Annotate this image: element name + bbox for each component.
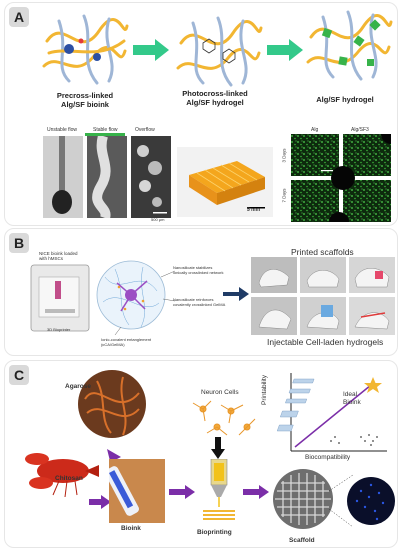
stage-arrow-2 <box>267 39 303 61</box>
stable-flow-bar <box>85 133 125 136</box>
bioink-tube-photo <box>109 459 165 523</box>
stage-label-2: Photocross-linked Alg/SF hydrogel <box>182 89 248 107</box>
panel-b-arrow <box>223 287 249 301</box>
flow-label-overflow: Overflow <box>135 127 155 133</box>
fluoro-row-3days: 3 Days <box>281 148 287 163</box>
printability-axis-label: Printability <box>261 375 268 405</box>
arrow-chitosan-to-bioink <box>89 495 111 509</box>
scaffold-photos <box>273 469 395 529</box>
neuron-cells-illustration <box>192 400 256 436</box>
stage-arrow-1 <box>133 39 169 61</box>
note-covalent: Nanosilicate reinforces covalently cross… <box>173 297 226 307</box>
scaffold-label: Scaffold <box>289 537 315 544</box>
bioprinting-nozzle-illustration <box>203 459 235 520</box>
fluoro-col-algsf3: Alg/SF3 <box>351 127 369 133</box>
printed-scaffolds-photos <box>251 257 395 335</box>
printed-scaffolds-title: Printed scaffolds <box>291 247 354 257</box>
device-caption: 3D Bioprinter <box>47 327 71 332</box>
precrosslinked-network-illustration <box>42 14 129 85</box>
note-ionic: Nanosilicate stabilizes ionically crossl… <box>173 265 224 275</box>
biocompatibility-axis-label: Biocompatibility <box>305 454 351 461</box>
arrow-neuron-to-printer <box>211 437 225 459</box>
block-scale-label: 5 mm <box>247 207 261 213</box>
fluoro-row-7days: 7 Days <box>281 188 287 203</box>
bioink-label: Bioink <box>121 525 141 532</box>
chitosan-lobster-photo <box>25 453 99 498</box>
fluorescence-micrographs <box>291 134 391 222</box>
panel-c: C Agarose Chitosan Bioink Neuron Cell <box>4 360 398 548</box>
agarose-label: Agarose <box>65 383 92 390</box>
nice-bioink-schematic <box>30 260 176 336</box>
flow-scale-label: 500 μm <box>151 217 165 222</box>
agarose-photo <box>78 370 146 438</box>
flow-label-stable: Stable flow <box>93 127 118 133</box>
printability-biocompatibility-plot <box>276 373 387 452</box>
chitosan-label: Chitosan <box>55 475 83 482</box>
device-label: NICE bioink loaded with hMSCs <box>39 251 78 261</box>
bioprinting-label: Bioprinting <box>197 529 232 536</box>
panel-c-badge: C <box>9 365 29 385</box>
injectable-hydrogels-title: Injectable Cell-laden hydrogels <box>267 337 384 347</box>
note-entanglement: Ionic-covalent entanglement (κCA/GelMA) <box>101 337 152 347</box>
ideal-bioink-label: Ideal Bioink <box>343 391 361 406</box>
panel-b-badge: B <box>9 233 29 253</box>
final-hydrogel-network-illustration <box>306 10 393 81</box>
arrow-printing-to-scaffold <box>243 485 269 499</box>
printed-gel-block-photo <box>177 147 273 217</box>
stage-label-1: Precross-linked Alg/SF bioink <box>56 91 114 109</box>
arrow-bioink-to-printing <box>169 485 195 499</box>
flow-micrographs <box>43 136 171 218</box>
panel-a: A Precross-linked Alg/SF bioink <box>4 2 398 226</box>
fluoro-col-alg: Alg <box>311 127 319 133</box>
panel-b: B NICE bioink loaded with hMSCs 3D Biopr… <box>4 228 398 356</box>
neuron-cells-label: Neuron Cells <box>201 389 239 396</box>
stage-label-3: Alg/SF hydrogel <box>316 95 374 104</box>
flow-label-unstable: Unstable flow <box>47 127 78 133</box>
photocrosslinked-network-illustration <box>176 16 263 87</box>
panel-a-badge: A <box>9 7 29 27</box>
